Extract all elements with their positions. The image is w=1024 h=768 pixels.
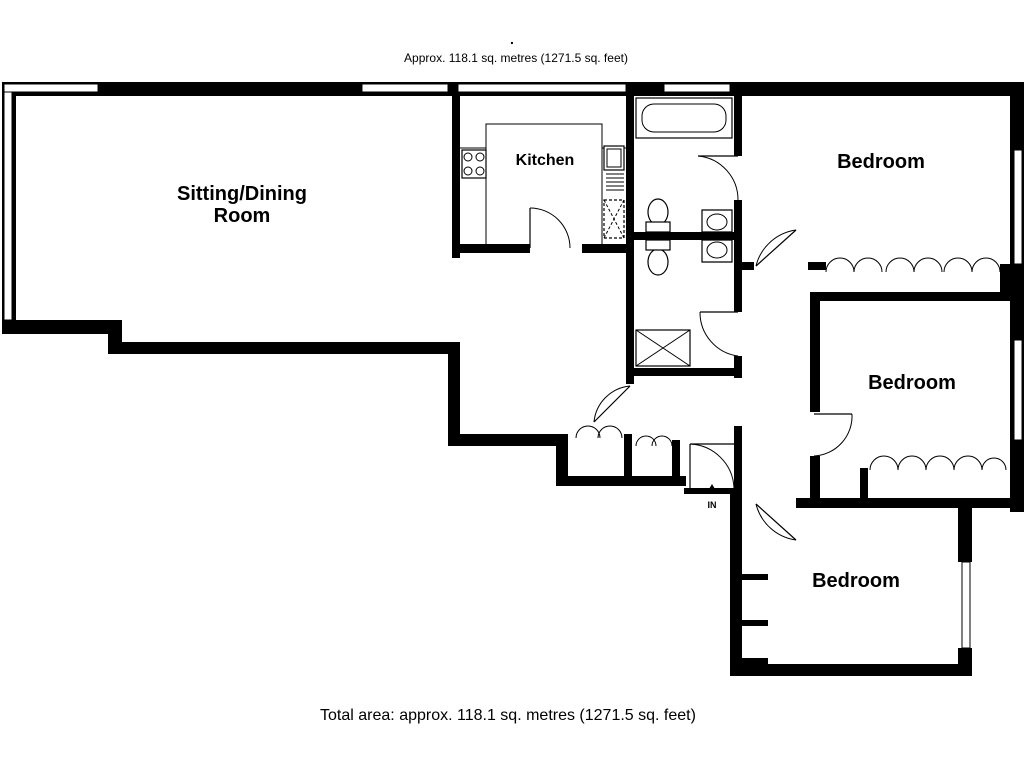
room-label-bedroom-1: Bedroom xyxy=(837,151,925,173)
window-bedroom-3 xyxy=(961,561,971,649)
footer-total-area: Total area: approx. 118.1 sq. metres (12… xyxy=(320,707,696,724)
shower-icon xyxy=(635,329,691,367)
fridge-icon xyxy=(603,199,625,239)
window-sitting-corner xyxy=(3,83,99,93)
room-label-bedroom-3: Bedroom xyxy=(812,570,900,592)
window-sitting-top xyxy=(361,83,449,93)
header-dot: . xyxy=(510,31,514,47)
windows xyxy=(3,83,1023,649)
basin-2-icon xyxy=(701,239,733,263)
window-bedroom-2 xyxy=(1013,339,1023,441)
cupboard-doors-hall xyxy=(575,425,673,447)
header-area: Approx. 118.1 sq. metres (1271.5 sq. fee… xyxy=(404,51,628,65)
entrance-label: IN xyxy=(708,500,717,510)
window-sitting-left xyxy=(3,87,13,321)
toilet-icon xyxy=(645,198,671,233)
door-bedroom-2 xyxy=(813,413,853,457)
basin-icon xyxy=(701,209,733,233)
room-label-sitting-dining-room: Room xyxy=(214,205,271,227)
wardrobe-doors-bedroom-2 xyxy=(869,455,1007,471)
walls xyxy=(2,82,1024,676)
window-kitchen xyxy=(457,83,627,93)
room-label-bedroom-2: Bedroom xyxy=(868,372,956,394)
kitchen-fittings xyxy=(460,123,626,244)
door-bathroom-1 xyxy=(697,155,739,201)
entrance-arrow-icon xyxy=(706,484,718,494)
window-bedroom-1 xyxy=(1013,149,1023,265)
room-label-sitting-dining: Sitting/Dining xyxy=(177,183,307,205)
drainer-icon xyxy=(606,173,624,191)
toilet-2-icon xyxy=(645,239,671,276)
hob-icon xyxy=(461,149,487,179)
door-kitchen xyxy=(529,207,571,249)
doors xyxy=(529,155,1007,541)
window-bathroom xyxy=(663,83,731,93)
door-bedroom-1 xyxy=(755,229,797,267)
wardrobe-doors-bedroom-1 xyxy=(825,257,1001,273)
room-label-kitchen: Kitchen xyxy=(516,152,575,169)
sink-icon xyxy=(603,145,625,171)
bathtub-icon xyxy=(635,97,733,139)
door-bedroom-3 xyxy=(755,503,797,541)
bathroom-fittings xyxy=(635,97,733,367)
door-bathroom-2 xyxy=(699,311,739,357)
door-hall-cupboard xyxy=(593,385,631,423)
door-entrance xyxy=(689,443,735,489)
